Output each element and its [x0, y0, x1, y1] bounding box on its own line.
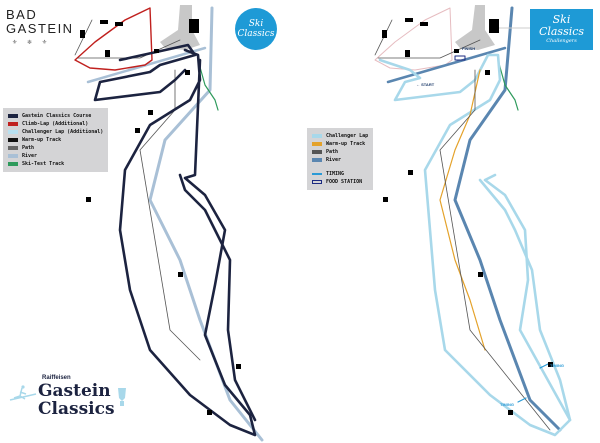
sponsor-text: Raiffeisen: [42, 375, 71, 381]
town-area: [455, 5, 495, 50]
food-station-icon: [454, 55, 466, 61]
legend-swatch: [312, 158, 322, 162]
town-line1: BAD: [6, 7, 38, 22]
legend-swatch: [8, 138, 18, 142]
buildings: [50, 19, 241, 415]
legend-label: Path: [326, 148, 339, 155]
river: [148, 6, 264, 442]
logo-text: Classics: [237, 29, 275, 39]
left-map: [50, 5, 264, 442]
legend-item: River: [8, 152, 103, 160]
town-line2: GASTEIN: [6, 21, 74, 36]
legend-swatch: [312, 180, 322, 184]
skier-icon: [9, 385, 37, 401]
ski-test-track: [497, 59, 519, 111]
gastein-course: [118, 48, 257, 437]
legend-label: Path: [22, 144, 35, 151]
legend-swatch: [312, 173, 322, 175]
legend-swatch: [8, 154, 18, 158]
legend-label: Challenger Lap (Additional): [22, 128, 104, 135]
legend-label: Ski-Test Track: [22, 160, 65, 167]
timing-label: TIMING: [550, 363, 564, 368]
legend-label: River: [326, 156, 342, 163]
logo-text: Ski: [552, 13, 571, 26]
river-branch: [386, 46, 507, 84]
legend-item: Climb-Lap (Additional): [8, 120, 103, 128]
timing-marks: [517, 363, 549, 403]
logo-text: Classics: [538, 25, 585, 38]
river-branch: [86, 46, 207, 84]
legend-item: Challenger Lap: [312, 132, 368, 140]
legend-label: FOOD STATION: [326, 178, 363, 185]
challenger-lap-east: [478, 178, 572, 422]
legend-item: Warm-up Track: [312, 140, 368, 148]
legend-label: Warm-up Track: [326, 140, 366, 147]
ski-test-track: [197, 59, 219, 111]
legend-swatch: [312, 142, 322, 146]
right-map: [374, 5, 572, 437]
legend-item: Path: [8, 144, 103, 152]
legend-swatch: [312, 134, 322, 138]
river: [453, 6, 562, 432]
trophy-icon: [118, 388, 126, 406]
timing-label: TIMING: [500, 402, 514, 407]
legend-item: Ski-Test Track: [8, 160, 103, 168]
legend-label: Warm-up Track: [22, 136, 62, 143]
legend-item: TIMING: [312, 170, 368, 178]
legend-swatch: [8, 146, 18, 150]
legend-label: Challenger Lap: [326, 132, 369, 139]
warm-up-track: [439, 69, 486, 351]
legend-swatch: [8, 114, 18, 118]
legend-item: River: [312, 156, 368, 164]
event-line2: Classics: [38, 399, 115, 419]
buildings: [382, 18, 553, 415]
logo-text: Ski: [248, 19, 264, 29]
finish-label: FINISH: [462, 46, 476, 51]
challenger-lap: [378, 53, 572, 437]
legend-item: FOOD STATION: [312, 178, 368, 186]
legend-item: Challenger Lap (Additional): [8, 128, 103, 136]
gastein-course-top: [93, 43, 197, 102]
legend-swatch: [8, 162, 18, 166]
legend-item: Gastein Classics Course: [8, 112, 103, 120]
crest-icons: ⚜ ❄ ⚜: [12, 40, 52, 46]
start-label: ← START: [416, 82, 435, 87]
logo-text: Challengers: [546, 38, 577, 44]
legend-swatch: [312, 150, 322, 154]
legend-item: Warm-up Track: [8, 136, 103, 144]
town-area: [160, 5, 200, 50]
legend-swatch: [8, 130, 18, 134]
gastein-course-east: [178, 173, 257, 422]
legend-swatch: [8, 122, 18, 126]
legend-label: Gastein Classics Course: [22, 112, 92, 119]
legend-label: River: [22, 152, 38, 159]
climb-lap-faint: [374, 7, 453, 71]
legend-item: Path: [312, 148, 368, 156]
legend-label: TIMING: [326, 170, 345, 177]
legend-label: Climb-Lap (Additional): [22, 120, 89, 127]
event-line1: Gastein: [38, 381, 111, 401]
climb-lap: [74, 7, 153, 71]
